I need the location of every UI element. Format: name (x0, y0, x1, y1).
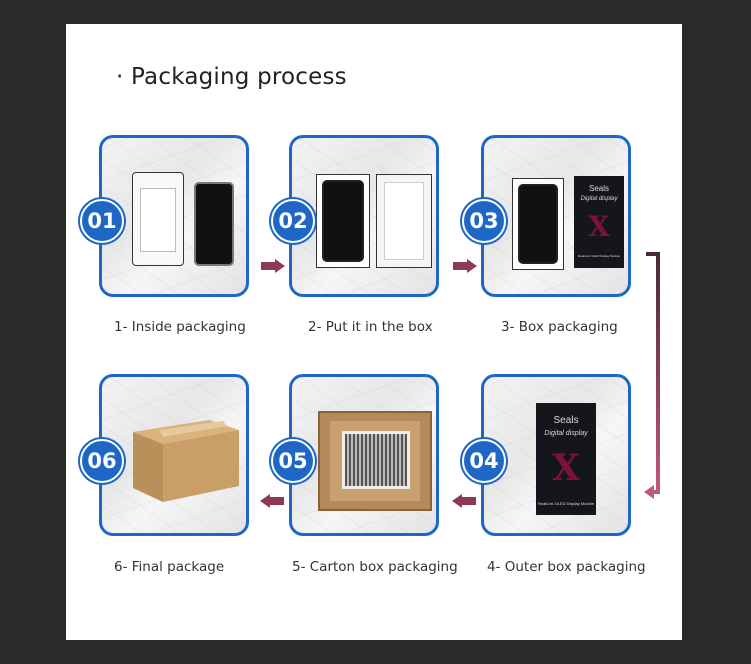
phone-screen (322, 180, 364, 262)
box-footer: RealLink OLED Display Module (577, 254, 621, 258)
step-3-label: 3- Box packaging (501, 319, 618, 335)
box-x-mark: X (588, 210, 610, 243)
step-badge-06: 06 (80, 439, 124, 483)
box-lid-inner (384, 182, 424, 260)
step-5-label: 5- Carton box packaging (292, 559, 458, 575)
step-3-image: Seals Digital display X RealLink OLED Di… (481, 135, 631, 297)
step-2-image (289, 135, 439, 297)
arrow-left-icon (452, 494, 476, 508)
screen-stack (342, 431, 410, 489)
box-footer: RealLink OLED Display Module (537, 501, 595, 506)
step-4-image: Seals Digital display X RealLink OLED Di… (481, 374, 631, 536)
step-1-image (99, 135, 249, 297)
box-x-mark: X (552, 447, 580, 489)
content-panel (66, 24, 682, 640)
arrow-right-icon (261, 259, 285, 273)
step-5-image (289, 374, 439, 536)
step-6-image (99, 374, 249, 536)
arrow-down-connector-icon (644, 252, 660, 499)
box-subtitle: Digital display (544, 430, 588, 437)
box-brand: Seals (588, 184, 609, 193)
box-subtitle: Digital display (580, 196, 618, 202)
page-title: · Packaging process (116, 64, 347, 90)
step-badge-01: 01 (80, 199, 124, 243)
arrow-right-icon (453, 259, 477, 273)
phone-screen (518, 184, 558, 264)
phone-screen (194, 182, 234, 266)
box-brand: Seals (553, 415, 579, 426)
step-badge-03: 03 (462, 199, 506, 243)
carton-box-illustration (133, 420, 239, 502)
step-2-label: 2- Put it in the box (308, 319, 433, 335)
step-badge-05: 05 (271, 439, 315, 483)
step-badge-04: 04 (462, 439, 506, 483)
step-badge-02: 02 (271, 199, 315, 243)
product-box: Seals Digital display X RealLink OLED Di… (536, 403, 596, 515)
step-1-label: 1- Inside packaging (114, 319, 246, 335)
tray-cutout (140, 188, 176, 252)
arrow-left-icon (260, 494, 284, 508)
step-4-label: 4- Outer box packaging (487, 559, 646, 575)
step-6-label: 6- Final package (114, 559, 225, 575)
product-box: Seals Digital display X RealLink OLED Di… (574, 176, 624, 268)
